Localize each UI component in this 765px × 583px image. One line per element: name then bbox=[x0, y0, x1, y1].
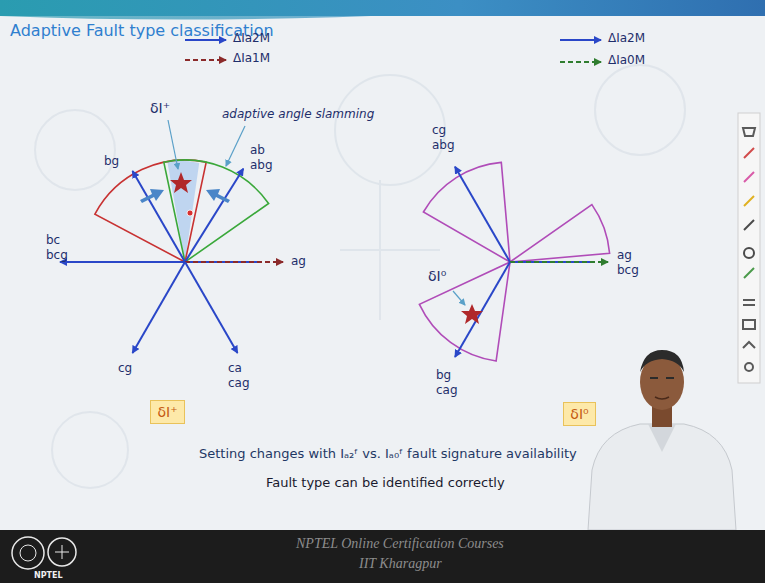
footer-text: NPTEL Online Certification Courses bbox=[296, 536, 504, 552]
fault-label: ag bbox=[617, 249, 632, 263]
fault-label: cg bbox=[118, 362, 132, 376]
legend-label: ΔIa0M bbox=[608, 54, 645, 68]
fault-label: ca bbox=[228, 362, 242, 376]
angle-label: δI⁺ bbox=[150, 100, 170, 116]
annotation: adaptive angle slamming bbox=[222, 108, 374, 122]
legend-label: ΔIa2M bbox=[233, 32, 270, 46]
logo-text: NPTEL bbox=[34, 571, 63, 580]
fault-label: cag bbox=[228, 377, 250, 391]
box-text: δI⁺ bbox=[157, 404, 177, 420]
box-text: δI⁰ bbox=[570, 406, 588, 422]
fault-label: bcg bbox=[46, 249, 68, 263]
slide-note: Setting changes with Iₐ₂ᶠ vs. Iₐ₀ᶠ fault… bbox=[199, 447, 577, 462]
fault-label: cg bbox=[432, 124, 446, 138]
angle-box: δI⁰ bbox=[563, 402, 596, 426]
angle-label: δI⁰ bbox=[428, 268, 446, 284]
legend-label: ΔIa1M bbox=[233, 52, 270, 66]
angle-box: δI⁺ bbox=[150, 400, 185, 424]
fault-label: ag bbox=[291, 255, 306, 269]
fault-label: cag bbox=[436, 384, 458, 398]
fault-label: abg bbox=[250, 159, 273, 173]
legend-label: ΔIa2M bbox=[608, 32, 645, 46]
fault-label: bg bbox=[436, 369, 451, 383]
fault-label: bc bbox=[46, 234, 60, 248]
slide-note: Fault type can be identified correctly bbox=[266, 476, 505, 491]
fault-label: abg bbox=[432, 139, 455, 153]
fault-label: bg bbox=[104, 155, 119, 169]
fault-label: ab bbox=[250, 144, 265, 158]
fault-label: bcg bbox=[617, 264, 639, 278]
footer-text: IIT Kharagpur bbox=[359, 556, 442, 572]
